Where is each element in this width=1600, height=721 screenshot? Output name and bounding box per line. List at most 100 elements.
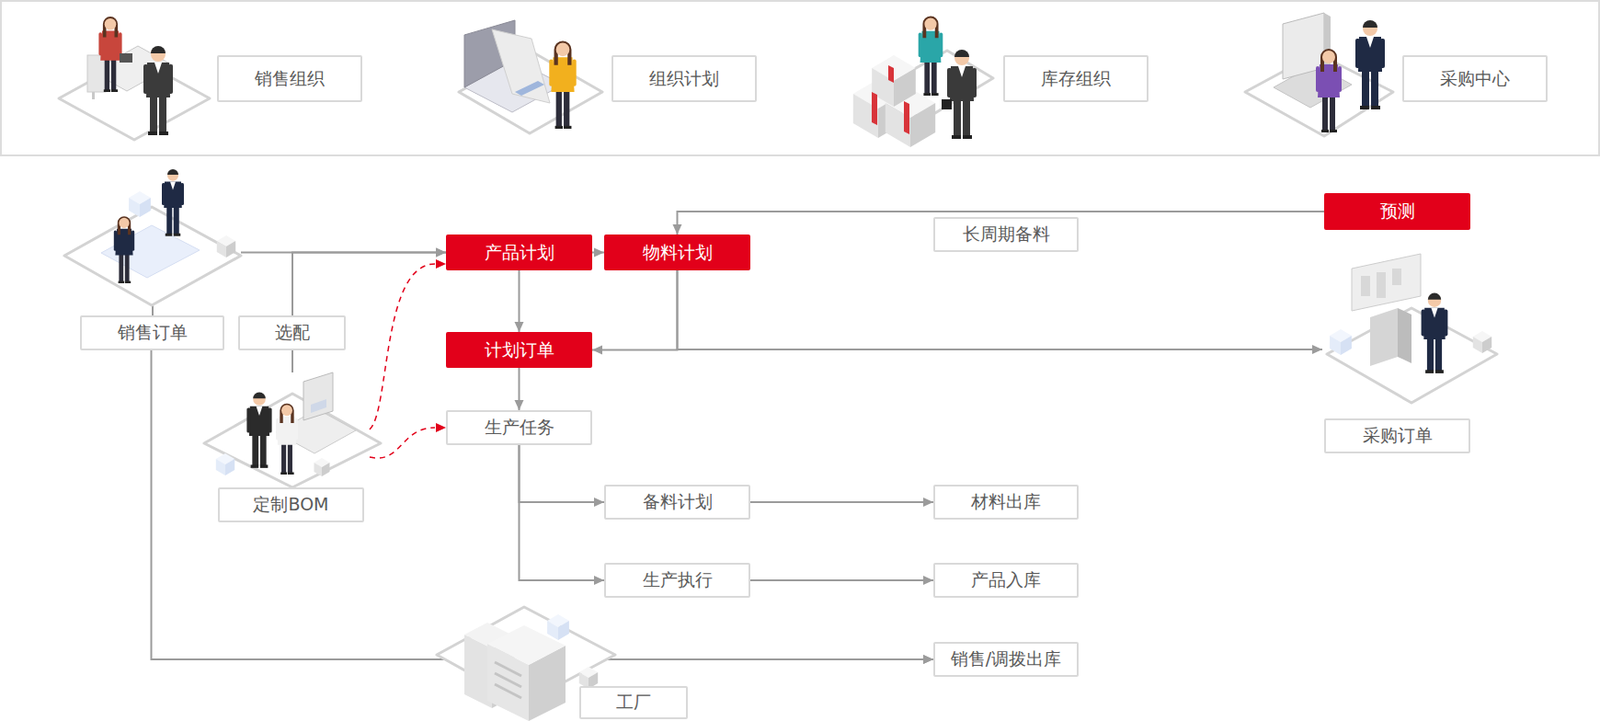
node-text: 库存组织 [1040, 67, 1111, 92]
connector [592, 248, 605, 258]
edge-label-box: 长周期备料 [933, 217, 1079, 252]
highlight-box: 物料计划 [604, 234, 751, 271]
connector-line [592, 270, 678, 351]
connector-line [677, 270, 1324, 350]
purchase-center-illustration [1282, 12, 1325, 80]
label-box: 销售组织 [217, 55, 363, 103]
arrow-head [923, 654, 934, 664]
factory-illustration [464, 622, 515, 649]
purchase-order-illustration [1473, 331, 1492, 354]
node-group: 组织计划 [455, 7, 759, 146]
connector [519, 445, 606, 585]
node-text: 预测 [1380, 199, 1416, 224]
node-group: 采购中心 [1241, 7, 1550, 146]
node-text: 销售/调拨出库 [950, 647, 1062, 672]
custom-bom-illustration [310, 399, 327, 413]
custom-bom-illustration [204, 372, 381, 488]
purchase-center-illustration [1315, 48, 1342, 133]
purchase-order-illustration [1329, 329, 1352, 355]
connector [689, 654, 934, 664]
inventory-org-illustration [888, 65, 894, 83]
sales-order-illustration [217, 235, 236, 258]
sales-order-illustration [114, 216, 135, 284]
connector [592, 270, 678, 355]
inventory-org-illustration [873, 50, 994, 120]
label-box: 工厂 [579, 685, 688, 720]
label-box: 定制BOM [217, 487, 365, 523]
node-group: 销售组织 [55, 7, 365, 146]
node-text: 组织计划 [649, 67, 720, 92]
custom-bom-illustration [216, 453, 235, 476]
connector [677, 270, 1324, 355]
connector-line [151, 350, 935, 660]
node-text: 销售订单 [117, 320, 188, 345]
org-plan-illustration [548, 40, 576, 129]
sales-order-illustration [64, 169, 241, 316]
connector [519, 445, 606, 507]
factory-illustration [464, 634, 492, 709]
inventory-org-illustration [871, 55, 916, 107]
arrow-head [435, 422, 446, 433]
highlight-box: 产品计划 [445, 234, 593, 271]
sales-org-illustration [87, 55, 106, 92]
purchase-order-illustration [1392, 268, 1402, 286]
connector [750, 497, 934, 507]
sales-order-illustration [151, 292, 154, 316]
sales-org-illustration [170, 65, 173, 93]
purchase-order-illustration [1421, 293, 1449, 374]
edge-label: 长周期备料 [962, 222, 1051, 247]
arrow-head [923, 575, 934, 585]
factory-illustration [487, 625, 566, 665]
purchase-center-illustration [1324, 12, 1331, 72]
custom-bom-illustration [314, 457, 331, 477]
inventory-org-illustration [853, 16, 994, 148]
sales-org-illustration [143, 45, 173, 136]
factory-illustration [487, 643, 529, 721]
node-text: 销售组织 [254, 67, 325, 92]
purchase-order-illustration [1351, 253, 1421, 311]
node-group: 工厂 [436, 602, 690, 721]
dashed-connector [369, 259, 446, 430]
sales-org-illustration [58, 16, 210, 140]
connector-line [292, 252, 446, 374]
top-band [0, 0, 1600, 156]
arrow-head [592, 345, 603, 355]
sales-org-illustration [58, 57, 210, 140]
highlight-box: 计划订单 [445, 331, 593, 368]
sales-order-illustration [128, 191, 151, 218]
node-group: 销售订单 [61, 188, 241, 351]
label-box: 库存组织 [1003, 55, 1149, 103]
custom-bom-illustration [275, 403, 298, 475]
factory-illustration [547, 614, 570, 640]
org-plan-illustration [491, 29, 550, 103]
purchase-order-illustration [1326, 253, 1498, 403]
arrow-head [435, 248, 446, 258]
inventory-org-illustration [918, 16, 944, 96]
purchase-order-illustration [1370, 308, 1398, 366]
purchase-center-illustration [1355, 20, 1385, 110]
connector [750, 575, 934, 585]
node-text: 产品计划 [484, 240, 555, 265]
node-text: 定制BOM [252, 492, 329, 517]
inventory-org-illustration [885, 88, 936, 148]
purchase-center-illustration [1273, 64, 1352, 108]
custom-bom-illustration [303, 372, 333, 421]
purchase-order-illustration [1397, 308, 1412, 364]
label-box: 组织计划 [611, 55, 757, 103]
node-text: 生产执行 [642, 568, 713, 593]
node-group: 采购订单 [1322, 254, 1499, 454]
connector-line [369, 263, 435, 430]
connector-line [689, 658, 934, 661]
node-text: 采购订单 [1362, 423, 1433, 448]
sales-order-illustration [64, 206, 241, 306]
inventory-org-illustration [871, 91, 878, 126]
node-group: 库存组织 [850, 7, 1152, 146]
node-text: 备料计划 [642, 490, 713, 515]
connector-line [519, 445, 606, 503]
label-box: 采购订单 [1324, 418, 1471, 454]
purchase-order-illustration [1360, 275, 1371, 297]
arrow-head [923, 497, 934, 507]
purchase-center-illustration [1245, 12, 1394, 137]
custom-bom-illustration [246, 391, 272, 468]
sales-org-illustration [98, 16, 122, 92]
